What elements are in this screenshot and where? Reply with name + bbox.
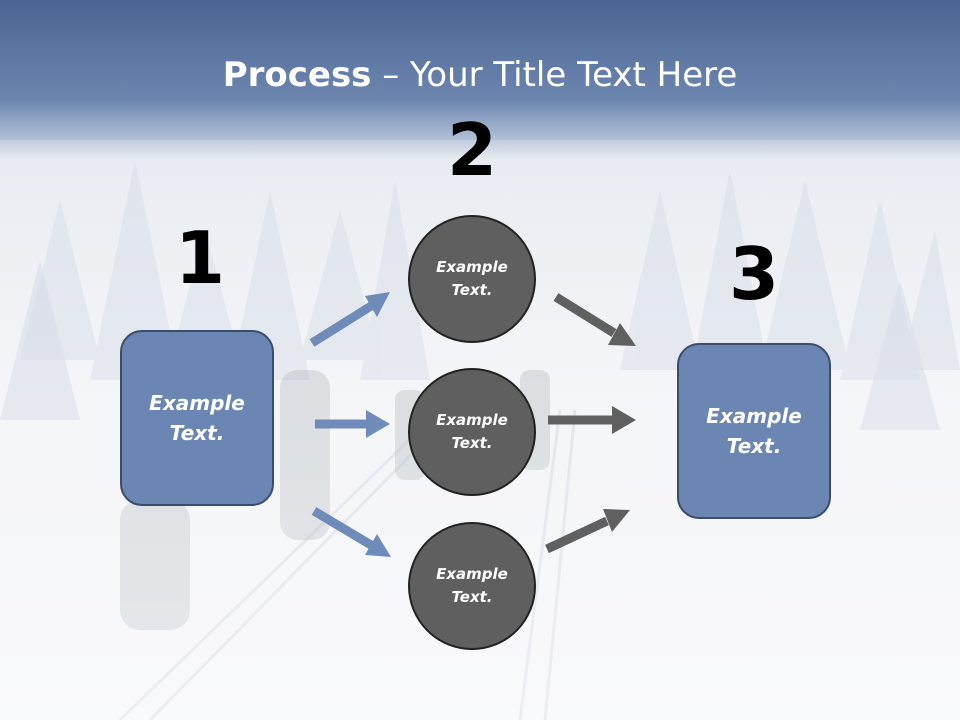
step-number-3: 3 xyxy=(728,232,780,316)
circle-top-line2: Text. xyxy=(451,281,493,299)
circle-middle-line2: Text. xyxy=(451,434,493,452)
blue-arrow-down xyxy=(311,507,391,557)
gray-arrow-down xyxy=(553,293,636,346)
circle-bottom: Example Text. xyxy=(408,522,536,650)
left-box: Example Text. xyxy=(120,330,274,506)
right-box-line2: Text. xyxy=(726,434,782,458)
right-box-line1: Example xyxy=(706,404,802,428)
circle-top-line1: Example xyxy=(436,258,508,276)
step-number-1: 1 xyxy=(174,216,226,300)
title-bold: Process xyxy=(222,55,372,95)
step-number-2: 2 xyxy=(446,108,498,192)
circle-bottom-line1: Example xyxy=(436,565,508,583)
slide-title: Process – Your Title Text Here xyxy=(0,52,960,98)
right-box: Example Text. xyxy=(677,343,831,519)
circle-bottom-line2: Text. xyxy=(451,588,493,606)
gray-arrow-right xyxy=(548,406,636,434)
blue-arrow-right xyxy=(315,410,390,438)
circle-middle: Example Text. xyxy=(408,368,536,496)
circle-middle-line1: Example xyxy=(436,411,508,429)
circle-top: Example Text. xyxy=(408,215,536,343)
left-box-line1: Example xyxy=(149,391,245,415)
blue-arrow-up xyxy=(309,292,390,347)
title-rest: – Your Title Text Here xyxy=(371,55,738,95)
gray-arrow-up xyxy=(545,509,630,554)
left-box-line2: Text. xyxy=(169,421,225,445)
